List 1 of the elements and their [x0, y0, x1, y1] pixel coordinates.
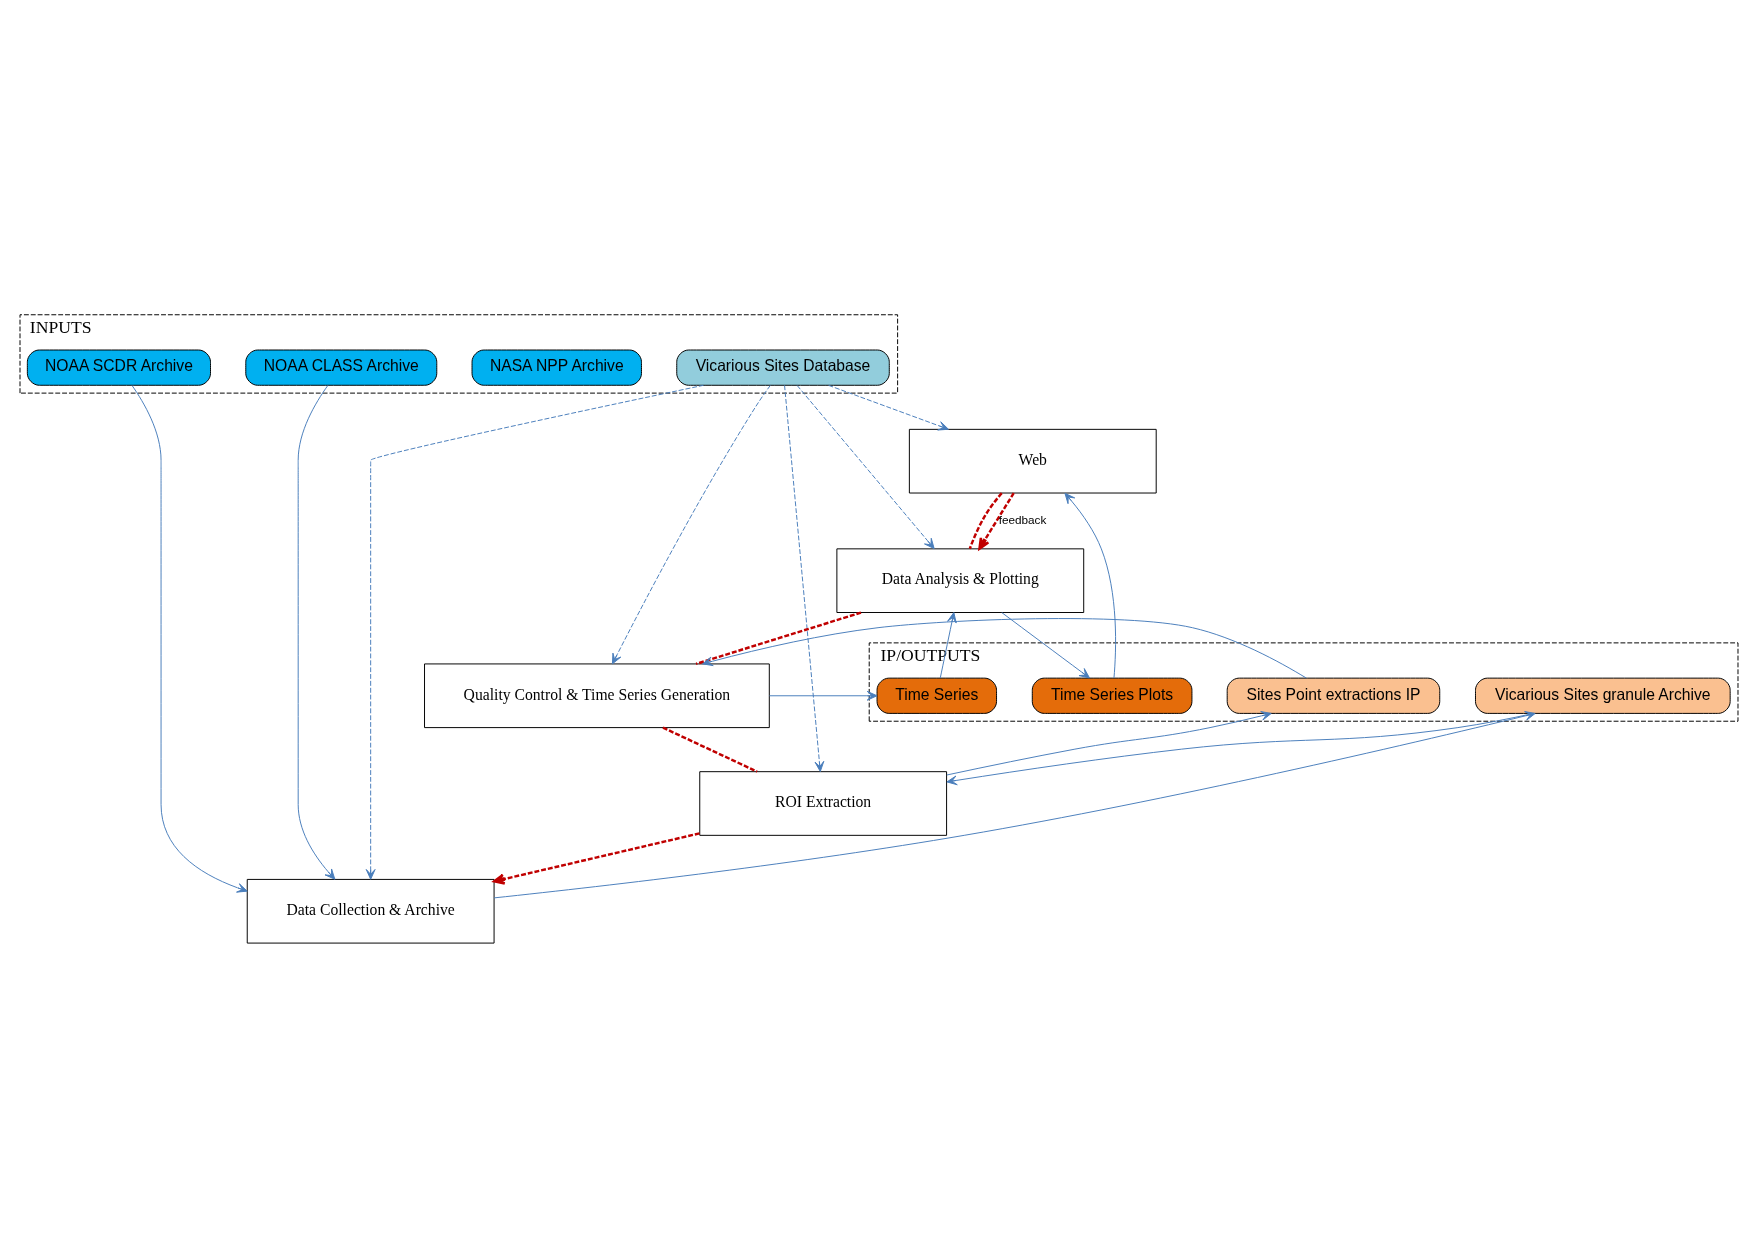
edge-label: feedback — [998, 512, 1047, 526]
